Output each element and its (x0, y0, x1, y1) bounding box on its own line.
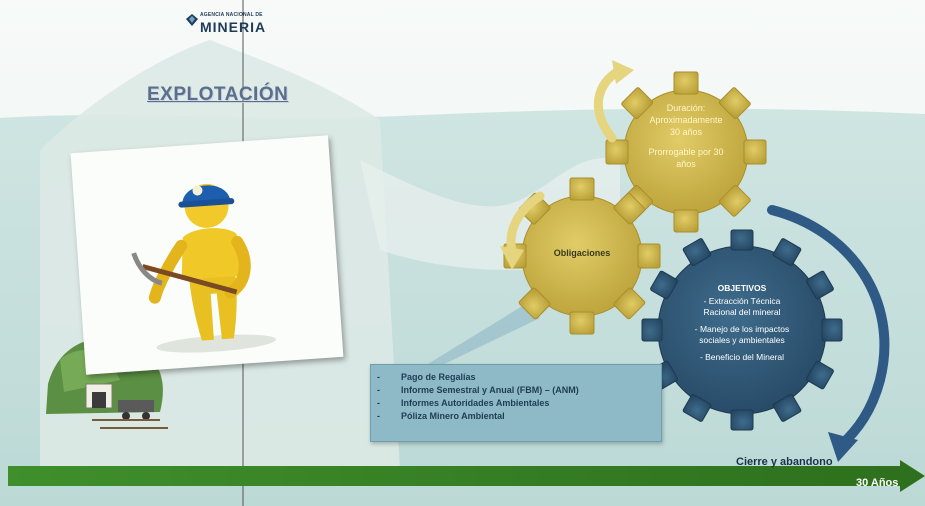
objectives-gear (641, 229, 843, 431)
objectives-text: OBJETIVOS - Extracción Técnica Racional … (672, 283, 812, 363)
list-item-text: Informes Autoridades Ambientales (401, 398, 550, 408)
duration-line: Aproximadamente (649, 115, 723, 125)
miner-figure (131, 183, 277, 353)
diamond-icon (186, 14, 198, 26)
logo-title: MINERIA (200, 19, 267, 35)
duration-line: Prorrogable por 30 (648, 147, 724, 157)
list-item-text: Pago de Regalías (401, 372, 476, 382)
duration-line: Duración: (666, 103, 706, 113)
list-item: -Póliza Minero Ambiental (377, 411, 505, 421)
list-item: -Informes Autoridades Ambientales (377, 398, 550, 408)
years-label: 30 Años (856, 477, 899, 489)
objectives-line: - Manejo de los impactos (694, 324, 790, 334)
list-item-text: Póliza Minero Ambiental (401, 411, 505, 421)
cycle-arrow-icon (767, 205, 890, 451)
objectives-line: - Beneficio del Mineral (699, 352, 785, 362)
obligations-label: Obligaciones (553, 248, 611, 258)
closing-label: Cierre y abandono (736, 456, 833, 468)
logo-subtitle: AGENCIA NACIONAL DE (200, 12, 263, 18)
duration-text: Duración: Aproximadamente 30 años Prorro… (632, 102, 740, 170)
duration-line: 30 años (669, 127, 703, 137)
agency-logo: AGENCIA NACIONAL DE MINERIA (186, 12, 296, 40)
list-item-text: Informe Semestral y Anual (FBM) – (ANM) (401, 385, 579, 395)
objectives-line: Racional del mineral (703, 307, 781, 317)
miner-photo (70, 135, 344, 375)
duration-line: años (676, 159, 696, 169)
timeline-arrow (8, 460, 925, 492)
list-item: -Pago de Regalías (377, 372, 476, 382)
objectives-line: - Extracción Técnica (703, 296, 781, 306)
list-item: -Informe Semestral y Anual (FBM) – (ANM) (377, 385, 579, 395)
objectives-line: sociales y ambientales (699, 335, 785, 345)
obligations-gear (503, 177, 661, 335)
page-title: EXPLOTACIÓN (147, 84, 289, 105)
duration-gear (605, 71, 767, 233)
objectives-title: OBJETIVOS (717, 283, 767, 293)
obligations-list: -Pago de Regalías -Informe Semestral y A… (370, 364, 662, 442)
cycle-arrow-icon (593, 65, 625, 143)
